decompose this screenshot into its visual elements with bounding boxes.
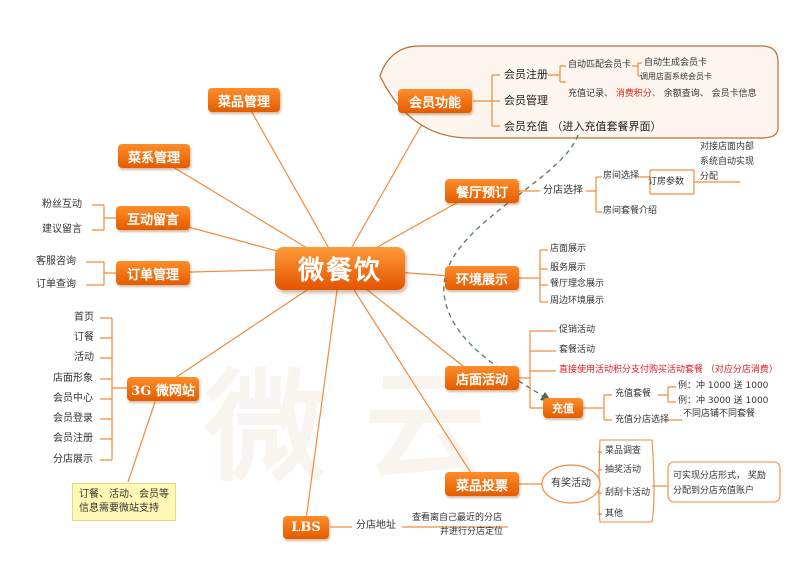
booking-dock-line1: 对接店面内部 <box>700 142 755 152</box>
website-item-branch-display: 分店展示 <box>53 454 93 465</box>
recharge-ex1-value: 冲 1000 送 1000 <box>696 381 769 391</box>
vote-note-line1: 可实现分店形式， 奖励 <box>673 471 766 481</box>
activity-package: 套餐活动 <box>559 345 596 355</box>
environment-item-surroundings: 周边环境展示 <box>550 296 605 306</box>
booking-dock-line3: 分配 <box>700 172 719 182</box>
node-store-activity[interactable]: 店面活动 <box>445 366 519 390</box>
activity-promo: 促销活动 <box>559 325 596 335</box>
recharge-package: 充值套餐 <box>615 389 652 399</box>
booking-room-package: 房间套餐介绍 <box>603 206 658 216</box>
vote-item-other: 其他 <box>605 509 624 519</box>
vote-item-scratch: 刮刮卡活动 <box>605 488 651 498</box>
website-note: 订餐、活动、会员等 信息需要微站支持 <box>72 483 176 521</box>
website-item-member-center: 会员中心 <box>53 393 93 404</box>
vote-note-line2: 分配到分店充值账户 <box>673 486 755 496</box>
website-note-line2: 信息需要微站支持 <box>79 503 159 514</box>
order-item-query: 订单查询 <box>36 279 76 290</box>
vote-item-lottery: 抽奖活动 <box>605 465 642 475</box>
node-order-management[interactable]: 订单管理 <box>116 261 190 285</box>
recharge-branch-select: 充值分店选择 <box>615 415 670 425</box>
member-manage-recharge-record: 充值记录、 <box>568 89 614 99</box>
website-item-activity: 活动 <box>74 352 94 363</box>
website-item-member-register: 会员注册 <box>53 433 93 444</box>
member-manage-points: 消费积分、 <box>615 89 661 99</box>
website-item-member-login: 会员登录 <box>53 413 93 424</box>
order-item-service: 客服咨询 <box>36 256 76 267</box>
booking-room-select: 房间选择 <box>603 171 640 181</box>
node-member-function[interactable]: 会员功能 <box>398 89 472 113</box>
recharge-ex2-value: 冲 3000 送 1000 <box>696 396 769 406</box>
booking-dock-line2: 系统自动实现 <box>700 157 755 167</box>
node-environment[interactable]: 环境展示 <box>445 266 519 290</box>
lbs-branch-address: 分店地址 <box>356 520 396 531</box>
member-manage-card-info: 会员卡信息 <box>711 89 757 99</box>
website-item-home: 首页 <box>74 312 94 323</box>
environment-item-service: 服务展示 <box>550 263 587 273</box>
node-dish-management[interactable]: 菜品管理 <box>208 88 280 112</box>
member-manage: 会员管理 <box>504 94 548 107</box>
member-recharge: 会员充值 （进入充值套餐界面） <box>504 120 662 133</box>
node-interaction[interactable]: 互动留言 <box>116 206 190 230</box>
environment-item-store: 店面展示 <box>550 244 587 254</box>
member-register: 会员注册 <box>504 68 548 81</box>
member-manage-balance: 余额查询、 <box>663 89 709 99</box>
website-item-store-image: 店面形象 <box>53 373 93 384</box>
lbs-desc-line2: 并进行分店定位 <box>440 527 504 537</box>
environment-item-concept: 餐厅理念展示 <box>550 279 605 289</box>
watermark-text: 微云 <box>205 357 525 498</box>
interaction-item-fans: 粉丝互动 <box>42 199 82 210</box>
member-manage-row: 充值记录、 消费积分、 余额查询、 会员卡信息 <box>568 90 757 99</box>
member-register-auto-generate: 自动生成会员卡 <box>644 58 708 68</box>
recharge-ex1-label: 例： <box>678 381 697 391</box>
activity-points-buy: 直接使用活动积分支付购买活动套餐 （对应分店消费） <box>559 365 778 375</box>
member-register-call-system: 调用店面系统会员卡 <box>640 72 712 81</box>
node-3g-website[interactable]: 3G 微网站 <box>127 377 199 401</box>
booking-branch-select: 分店选择 <box>543 185 583 196</box>
node-recharge[interactable]: 充值 <box>543 398 583 418</box>
vote-item-survey: 菜品调查 <box>605 446 642 456</box>
node-series-management[interactable]: 菜系管理 <box>118 144 190 168</box>
lbs-desc-line1: 查看离自己最近的分店 <box>412 513 503 523</box>
booking-order-params: 订房参数 <box>648 177 685 187</box>
vote-prize-activity: 有奖活动 <box>551 478 591 489</box>
recharge-ex2-label: 例： <box>678 396 697 406</box>
node-dish-vote[interactable]: 菜品投票 <box>445 472 519 496</box>
member-register-auto-match: 自动匹配会员卡 <box>568 60 632 70</box>
website-item-order: 订餐 <box>74 332 94 343</box>
center-node[interactable]: 微餐饮 <box>275 247 405 290</box>
node-lbs[interactable]: LBS <box>283 516 329 539</box>
interaction-item-suggestion: 建议留言 <box>42 224 82 235</box>
website-note-line1: 订餐、活动、会员等 <box>79 489 169 500</box>
node-restaurant-booking[interactable]: 餐厅预订 <box>445 179 519 203</box>
recharge-branch-note: 不同店铺不同套餐 <box>683 409 756 419</box>
